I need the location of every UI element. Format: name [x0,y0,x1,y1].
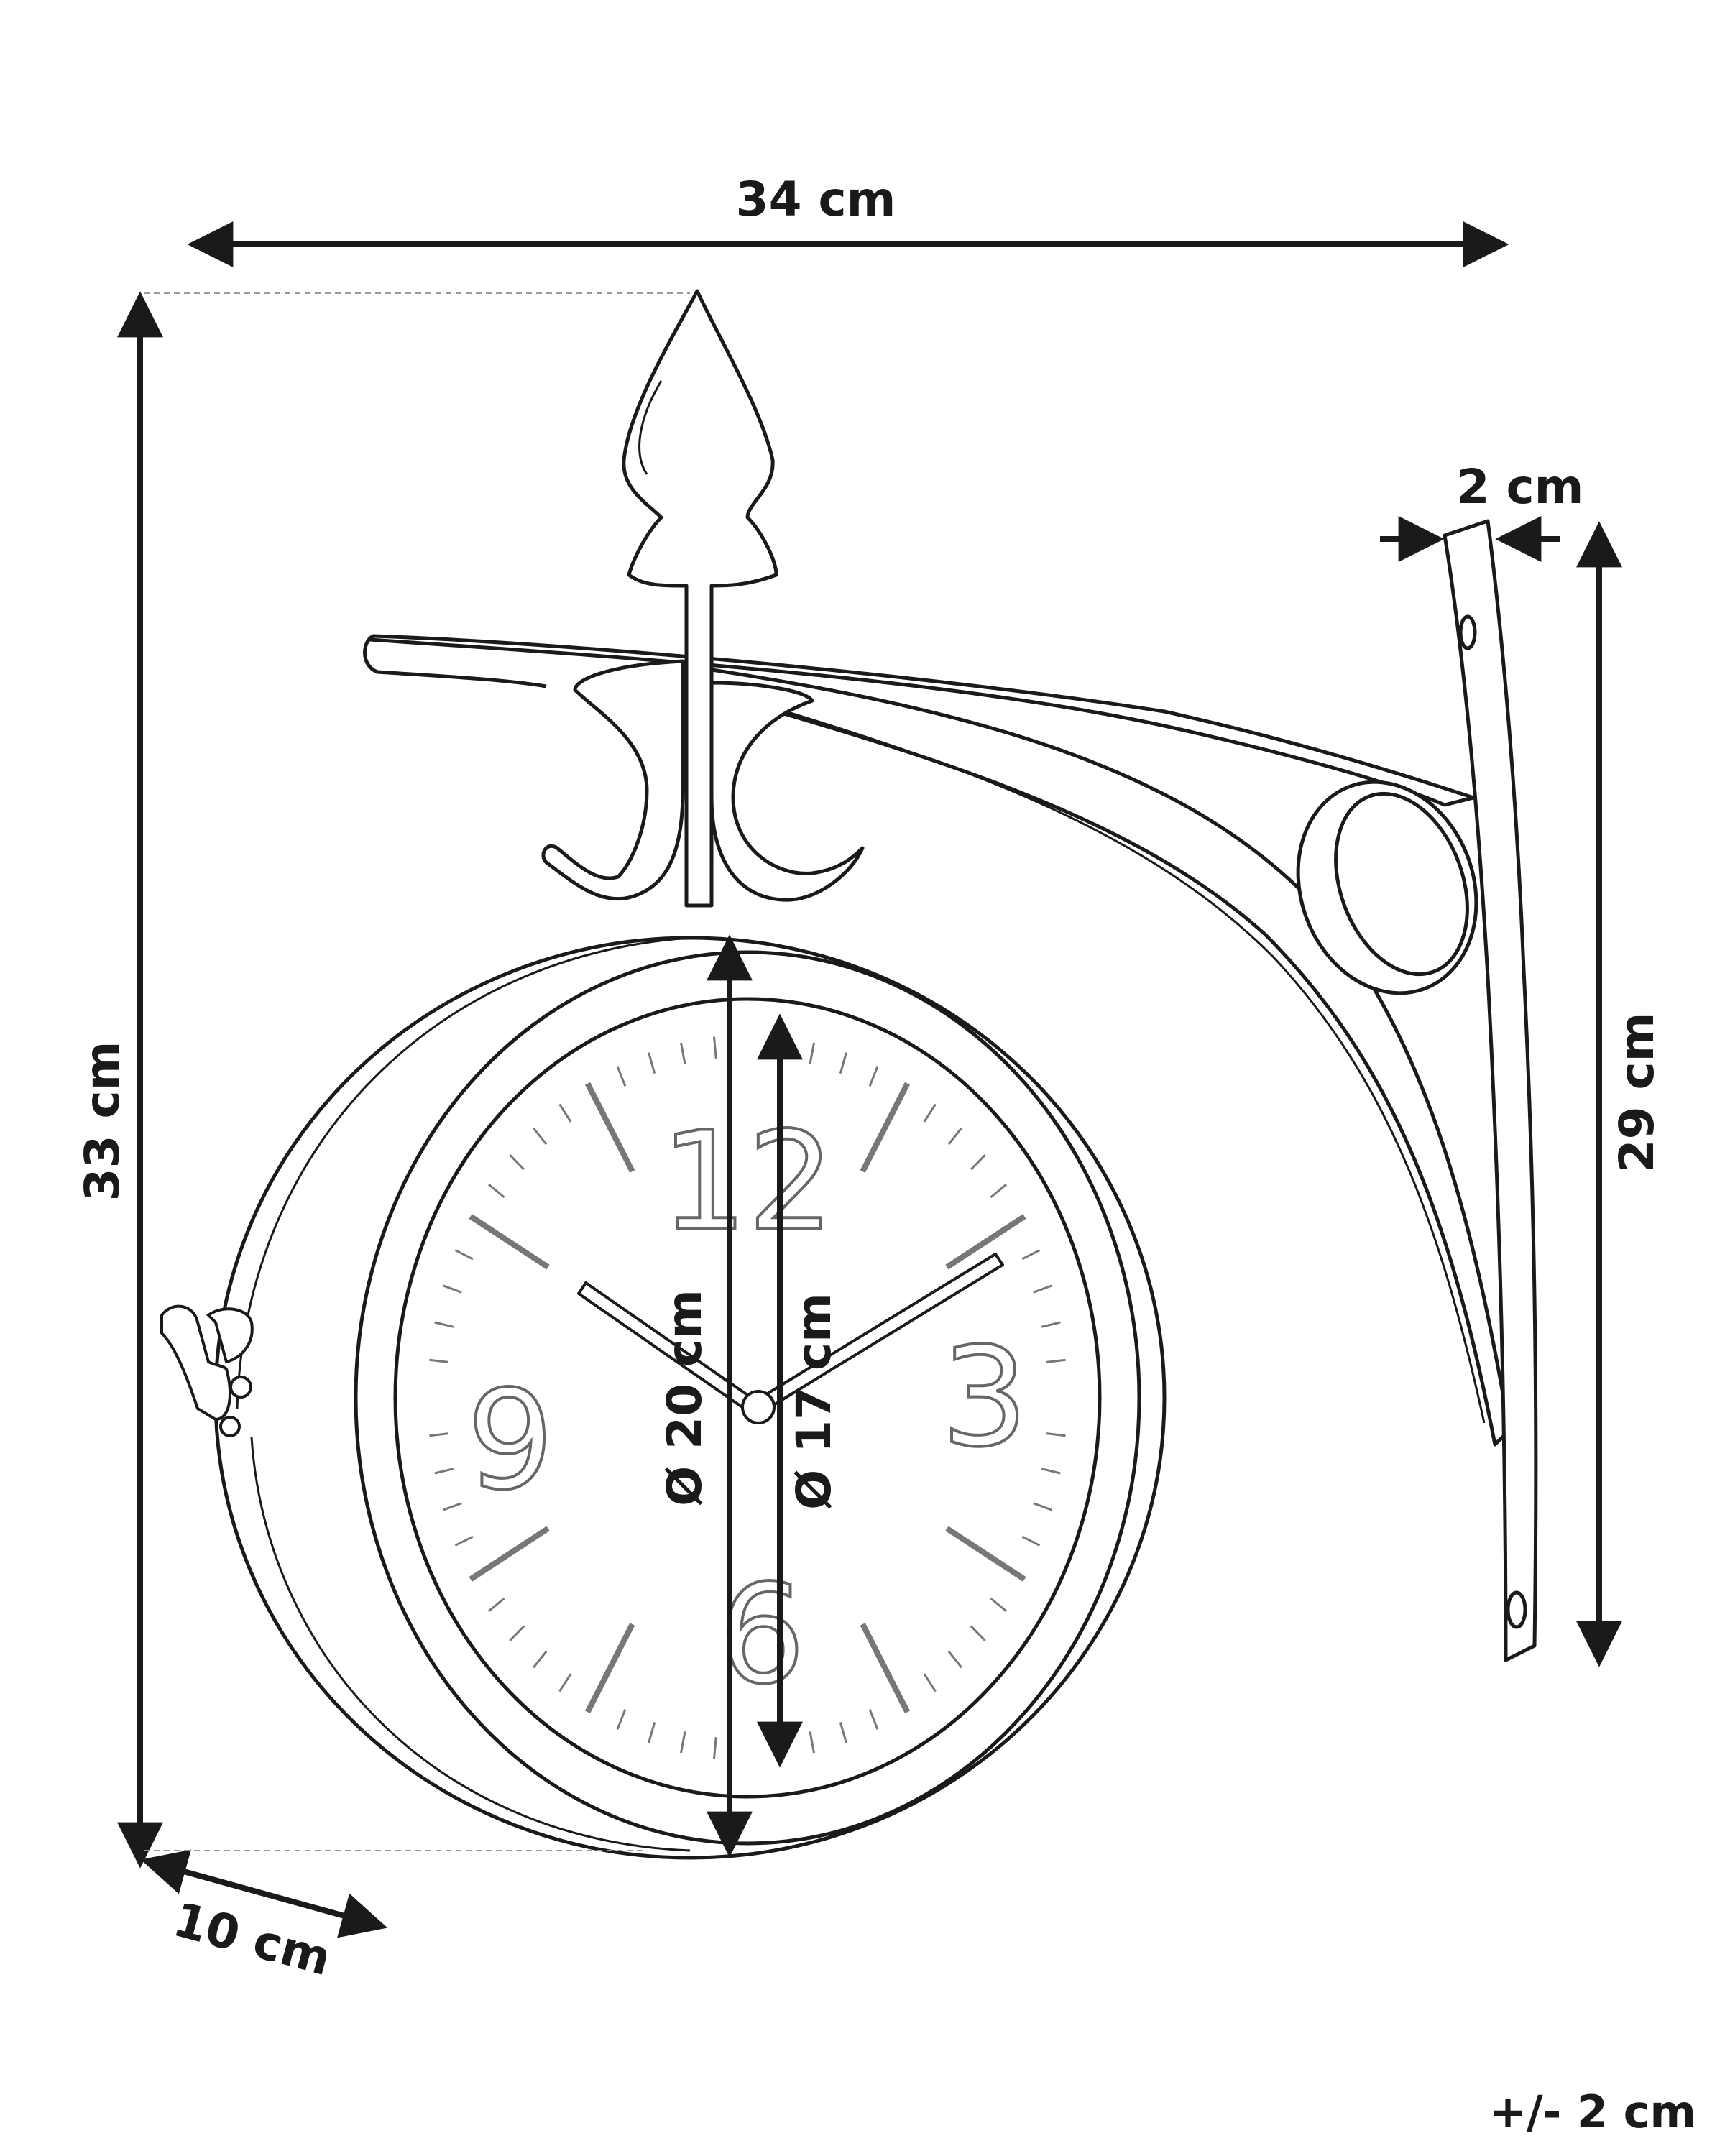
width-label: 34 cm [736,172,896,227]
minute-tick [1046,1432,1066,1437]
minute-tick [454,1249,474,1261]
hour-marker [584,1082,635,1173]
dial-diameter-label: Ø 17 cm [786,1293,842,1510]
minute-tick [839,1052,847,1074]
minute-tick [616,1709,627,1730]
minute-tick [680,1731,686,1754]
dial-tick-marks [429,1036,1066,1759]
minute-tick [923,1103,937,1123]
minute-tick [434,1321,454,1328]
tolerance-label: +/- 2 cm [1489,2086,1696,2138]
hour-marker [469,1214,550,1270]
minute-tick [990,1597,1007,1612]
bracket-thickness-label: 2 cm [1457,459,1584,515]
minute-tick [868,1066,879,1087]
numeral-12: 12 [661,1102,834,1261]
minute-tick [533,1127,548,1146]
scroll-right [709,681,865,902]
minute-tick [923,1673,937,1692]
minute-tick [1033,1502,1052,1511]
minute-tick [509,1154,525,1171]
dimension-lines [117,221,1622,1938]
bracket-wall-plate [1443,519,1538,1662]
minute-tick [1041,1468,1061,1475]
extension-lines [144,292,690,1851]
minute-tick [509,1625,525,1641]
wall-bracket [363,519,1538,1662]
hand-hub [741,1390,776,1424]
minute-tick [809,1042,815,1064]
minute-tick [970,1154,986,1171]
outer-diameter-label: Ø 20 cm [657,1289,712,1506]
minute-tick [429,1358,449,1363]
minute-tick [868,1709,879,1730]
mount-hole-bottom [1506,1590,1527,1629]
hour-marker [945,1526,1026,1582]
hour-marker [584,1623,635,1714]
mount-hole-top [1458,614,1477,650]
bracket-top-arm [368,634,1476,807]
minute-tick [434,1468,454,1475]
depth-dimension-line [140,1849,388,1938]
minute-tick [1021,1535,1041,1547]
minute-tick [558,1673,572,1692]
hour-marker [860,1623,911,1714]
minute-tick [454,1535,474,1547]
height-label: 33 cm [75,1041,130,1202]
minute-tick [443,1502,462,1511]
minute-tick [648,1052,656,1074]
minute-tick [616,1066,627,1087]
minute-tick [947,1650,962,1669]
scroll-left [541,659,685,901]
numeral-9: 9 [467,1361,554,1520]
minute-tick [839,1722,847,1743]
minute-tick [809,1731,815,1754]
minute-tick [429,1432,449,1437]
minute-tick [488,1597,505,1612]
minute-tick [533,1650,548,1669]
case-latch [160,1304,254,1437]
minute-tick [443,1284,462,1294]
hour-marker [469,1526,550,1582]
bracket-height-label: 29 cm [1609,1013,1665,1173]
minute-tick [488,1184,505,1199]
minute-tick [947,1127,962,1146]
minute-tick [1021,1249,1041,1261]
minute-tick [1033,1284,1052,1294]
minute-tick [558,1103,572,1123]
hanger-finial [541,289,865,908]
minute-tick [990,1184,1007,1199]
minute-tick [1046,1358,1066,1363]
minute-tick [648,1722,656,1743]
minute-tick [1041,1321,1061,1328]
hour-marker [860,1082,911,1173]
hour-marker [945,1214,1026,1270]
minute-tick [970,1625,986,1641]
finial-spike [622,289,778,908]
minute-tick [680,1042,686,1064]
numeral-3: 3 [942,1318,1029,1477]
